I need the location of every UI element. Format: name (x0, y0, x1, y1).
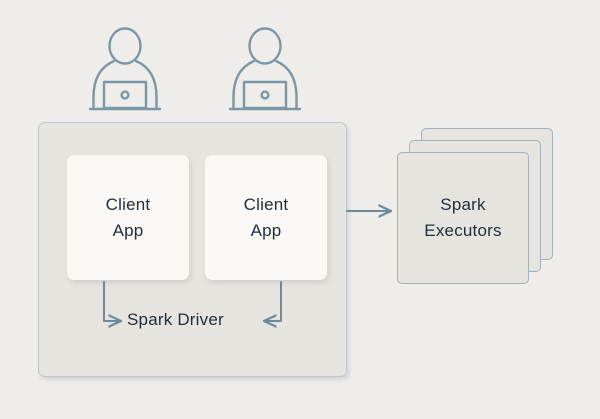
client-app-label-line1: Client (243, 194, 289, 214)
client-app-card[interactable]: Client App (205, 155, 327, 280)
spark-executors-card[interactable]: Spark Executors (397, 152, 529, 284)
client-app-label-line2: App (250, 220, 282, 240)
spark-driver-label: Spark Driver (127, 310, 224, 329)
person-with-laptop-icon (85, 25, 165, 115)
spark-executors-label-line1: Spark (440, 195, 486, 214)
person-with-laptop-icon (225, 25, 305, 115)
client-app-card[interactable]: Client App (67, 155, 189, 280)
spark-executors-label-line2: Executors (424, 221, 502, 240)
client-app-label-line1: Client (105, 194, 151, 214)
client-app-label-line2: App (112, 220, 144, 240)
